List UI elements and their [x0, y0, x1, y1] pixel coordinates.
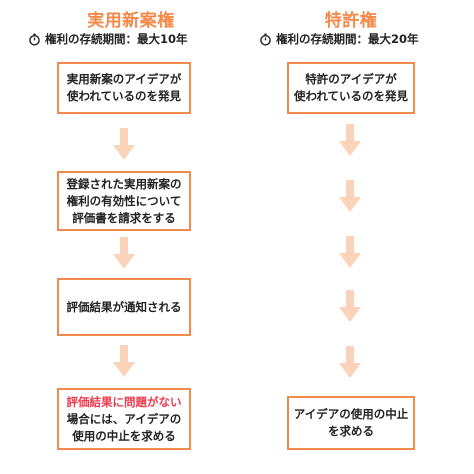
down-arrow-icon — [339, 236, 361, 268]
down-arrow-icon — [339, 346, 361, 378]
patent-step-2-line-1: アイデアの使用の中止 — [293, 407, 409, 421]
utility-step-1-line-1: 実用新案のアイデアが — [66, 72, 182, 86]
patent-step-1-line-2: 使われているのを発見 — [293, 89, 409, 103]
down-arrow-icon — [339, 124, 361, 156]
down-arrow-icon — [113, 128, 135, 160]
utility-step-2-line-1: 登録された実用新案の — [66, 176, 182, 191]
utility-step-1-box: 実用新案のアイデアが 使われているのを発見 — [57, 62, 191, 114]
down-arrow-icon — [339, 290, 361, 322]
utility-step-1-line-2: 使われているのを発見 — [66, 89, 182, 103]
patent-step-1-box: 特許のアイデアが 使われているのを発見 — [287, 62, 415, 114]
patent-step-1-line-1: 特許のアイデアが — [305, 72, 397, 86]
patent-step-2-box: アイデアの使用の中止 を求める — [287, 396, 415, 450]
utility-step-4-line-2: 場合には、アイデアの — [66, 411, 182, 426]
utility-model-title: 実用新案権 — [87, 11, 175, 31]
utility-step-2-box: 登録された実用新案の 権利の有効性について 評価書を請求をする — [57, 171, 191, 231]
down-arrow-icon — [113, 237, 135, 269]
utility-step-4-box: 評価結果に問題がない 場合には、アイデアの 使用の中止を求める — [57, 388, 191, 450]
utility-step-4-line-3: 使用の中止を求める — [72, 428, 176, 443]
patent-period-text: 権利の存続期間：最大20年 — [276, 32, 419, 46]
patent-period: 権利の存続期間：最大20年 — [259, 31, 419, 47]
patent-step-2-line-2: を求める — [328, 424, 374, 438]
down-arrow-icon — [339, 180, 361, 212]
utility-step-3-line-1: 評価結果が通知される — [66, 299, 182, 314]
utility-step-2-line-3: 評価書を請求をする — [72, 210, 176, 225]
utility-step-4-line-1: 評価結果に問題がない — [66, 394, 182, 409]
utility-model-period: 権利の存続期間：最大10年 — [28, 31, 188, 47]
stopwatch-icon — [28, 33, 41, 46]
patent-title: 特許権 — [324, 11, 378, 31]
utility-step-3-box: 評価結果が通知される — [57, 278, 191, 336]
down-arrow-icon — [113, 345, 135, 377]
stopwatch-icon — [259, 33, 272, 46]
utility-model-period-text: 権利の存続期間：最大10年 — [45, 32, 188, 46]
utility-step-2-line-2: 権利の有効性について — [66, 193, 182, 208]
